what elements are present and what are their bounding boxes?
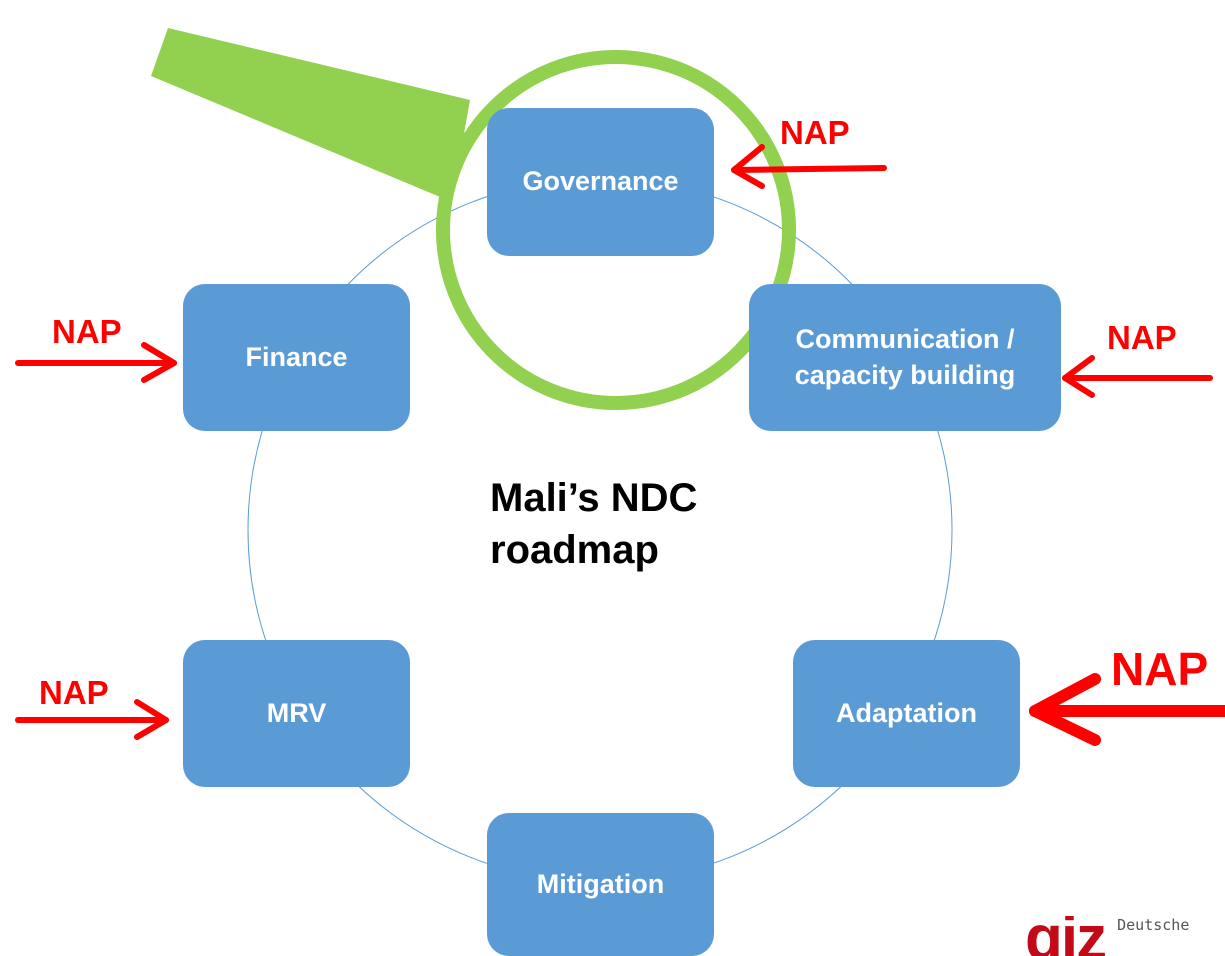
magnifier-handle <box>151 28 470 202</box>
giz-logo: giz Deutsche <box>1025 916 1189 956</box>
nap-arrow-finance <box>15 342 177 383</box>
giz-logo-text: Deutsche <box>1117 916 1190 934</box>
center-title: Mali’s NDC roadmap <box>490 476 698 572</box>
nap-arrow-mrv <box>15 699 169 740</box>
node-adaptation: Adaptation <box>793 640 1020 787</box>
nap-arrow-governance <box>731 144 887 189</box>
nap-label-adaptation: NAP <box>1111 643 1209 695</box>
node-mitigation: Mitigation <box>487 813 714 956</box>
nap-arrow-communication <box>1062 355 1213 398</box>
node-label: Finance <box>245 341 348 372</box>
nap-label-finance: NAP <box>52 313 122 350</box>
node-mrv: MRV <box>183 640 410 787</box>
nap-label-governance: NAP <box>780 114 850 151</box>
node-label: Governance <box>522 166 679 197</box>
node-communication: Communication / capacity building <box>749 284 1061 431</box>
node-label: Mitigation <box>536 868 665 899</box>
magnifier-lens <box>436 50 796 410</box>
node-governance: Governance <box>487 108 714 256</box>
nap-label-communication: NAP <box>1107 319 1177 356</box>
giz-logo-mark: giz <box>1025 916 1106 956</box>
node-label: MRV <box>266 697 327 728</box>
node-label: Adaptation <box>836 697 977 728</box>
nap-label-mrv: NAP <box>39 674 109 711</box>
nap-arrow-adaptation <box>1029 673 1225 746</box>
node-label: Communication / capacity building <box>794 324 1016 390</box>
node-finance: Finance <box>183 284 410 431</box>
